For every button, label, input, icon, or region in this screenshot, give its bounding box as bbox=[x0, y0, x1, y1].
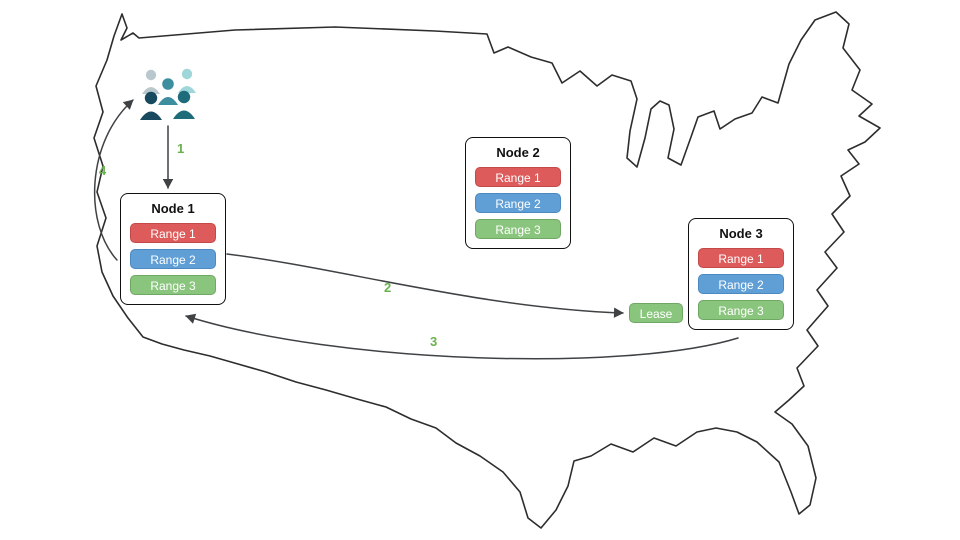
arrow-step-4 bbox=[93, 99, 134, 261]
node-title: Node 2 bbox=[496, 145, 540, 160]
range-2-badge: Range 2 bbox=[698, 274, 784, 294]
step-label-1: 1 bbox=[177, 141, 185, 156]
node-title: Node 3 bbox=[719, 226, 763, 241]
range-1-badge: Range 1 bbox=[130, 223, 216, 243]
range-1-badge: Range 1 bbox=[698, 248, 784, 268]
range-2-badge: Range 2 bbox=[475, 193, 561, 213]
node-3: Node 3 Range 1 Range 2 Range 3 bbox=[688, 218, 794, 330]
users-icon bbox=[140, 68, 196, 120]
range-2-badge: Range 2 bbox=[130, 249, 216, 269]
step-label-3: 3 bbox=[430, 334, 438, 349]
step-label-2: 2 bbox=[384, 280, 392, 295]
range-3-badge: Range 3 bbox=[698, 300, 784, 320]
step-label-4: 4 bbox=[99, 163, 107, 178]
us-map-outline bbox=[93, 11, 881, 529]
arrow-step-3 bbox=[185, 313, 739, 360]
range-1-badge: Range 1 bbox=[475, 167, 561, 187]
node-2: Node 2 Range 1 Range 2 Range 3 bbox=[465, 137, 571, 249]
arrow-step-2 bbox=[226, 253, 624, 318]
range-3-badge: Range 3 bbox=[130, 275, 216, 295]
node-title: Node 1 bbox=[151, 201, 195, 216]
lease-badge: Lease bbox=[629, 303, 683, 323]
range-3-badge: Range 3 bbox=[475, 219, 561, 239]
node-1: Node 1 Range 1 Range 2 Range 3 bbox=[120, 193, 226, 305]
